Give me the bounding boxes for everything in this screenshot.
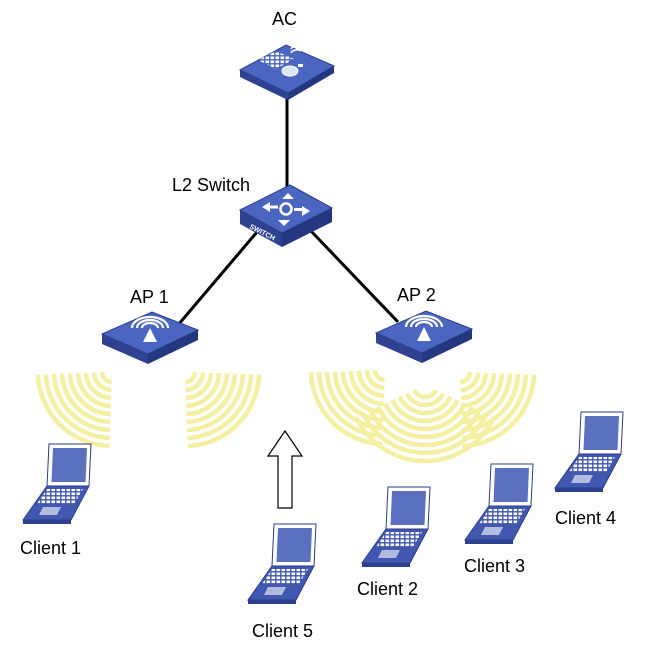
signal-arc [390,399,460,424]
signal-arc [43,374,110,441]
signal-arc [404,392,446,408]
signal-arc [356,370,385,399]
signal-arc [75,373,111,409]
l2-switch-icon[interactable] [238,184,334,247]
signal-arc [51,373,111,433]
signal-arc [462,374,537,449]
ap1-label: AP 1 [130,287,169,307]
ap2-signal-right [459,371,537,449]
signal-arc [368,409,482,448]
ac-label: AC [272,9,298,29]
signal-arc [185,372,206,393]
link-switch-ap2 [308,228,400,324]
signal-arc [348,371,384,407]
signal-arc [462,374,529,441]
signal-arc [187,374,262,449]
up-arrow-icon [266,429,304,509]
signal-arc [316,372,383,439]
signal-arc [67,373,111,417]
signal-arc [340,371,384,415]
signal-arc [186,373,238,425]
laptop-icon[interactable] [464,463,534,545]
laptop-icon[interactable] [22,443,92,525]
signal-arc [59,373,111,425]
signal-arc [459,371,473,385]
signal-arc [83,372,112,401]
laptop-icon[interactable] [247,523,317,605]
ap1-signal-right [184,371,262,449]
signal-arc [186,373,246,433]
signal-arc [361,412,489,456]
signal-arc [35,374,110,449]
link-switch-ap1 [176,231,259,326]
signal-arc [187,374,254,441]
signal-arc [99,371,113,385]
client2-label: Client 2 [357,579,419,599]
signal-arc [184,371,198,385]
wireless-access-point-icon[interactable] [374,309,474,365]
signal-arc [372,369,386,383]
access-controller-icon[interactable] [238,38,336,100]
signal-arc [185,372,214,401]
ap1-signal-left [35,371,113,449]
signal-arc [461,373,497,409]
laptop-icon[interactable] [361,486,431,568]
signal-arc [186,373,222,409]
signal-arc [186,373,230,417]
signal-arc [460,372,489,401]
switch-label: L2 Switch [172,175,251,195]
signal-arc [461,373,505,417]
signal-arc [461,373,513,425]
signal-arc [460,372,481,393]
signal-arc [91,372,112,393]
signal-arc [412,388,438,400]
client3-label: Client 3 [464,556,526,576]
signal-arc [383,402,467,432]
client4-label: Client 4 [555,508,617,528]
signal-arc [364,370,385,391]
signal-arc [461,373,521,433]
laptop-icon[interactable] [554,411,624,493]
ap2-label: AP 2 [397,285,436,305]
signal-arc [397,395,453,416]
ap2-signal-left [308,369,386,447]
client5-label: Client 5 [252,621,314,641]
signal-arc [308,372,383,447]
client1-label: Client 1 [20,538,82,558]
